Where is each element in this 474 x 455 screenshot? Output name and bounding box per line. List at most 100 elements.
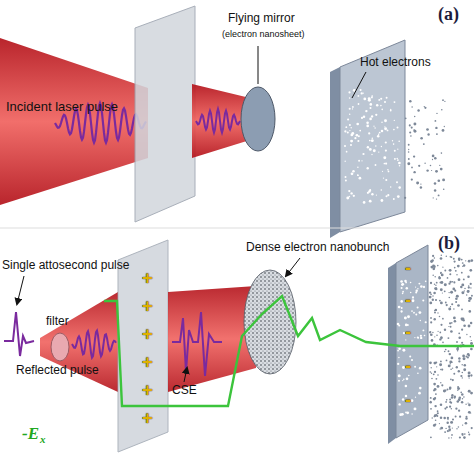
electron-dot — [404, 280, 407, 283]
electron-dot — [440, 382, 441, 383]
electron-dot — [439, 165, 440, 166]
electron-dot — [431, 339, 434, 342]
electron-dot — [440, 301, 443, 304]
electron-dot — [471, 295, 473, 297]
electron-dot — [411, 399, 414, 402]
electron-dot — [440, 361, 442, 363]
electron-dot — [398, 162, 401, 165]
electron-dot — [409, 124, 411, 126]
electron-dot — [462, 377, 463, 378]
electron-dot — [383, 156, 386, 159]
electron-dot — [384, 126, 385, 127]
electron-dot — [449, 360, 452, 363]
electron-dot — [468, 432, 469, 433]
electron-dot — [439, 300, 441, 302]
electron-dot — [458, 370, 460, 372]
electron-dot — [451, 357, 454, 360]
electron-dot — [403, 378, 405, 380]
electron-dot — [407, 315, 410, 318]
electron-dot — [449, 430, 451, 432]
electron-dot — [468, 290, 470, 292]
electron-dot — [429, 401, 432, 404]
electron-dot — [420, 335, 422, 337]
electron-dot — [459, 416, 461, 418]
electron-dot — [426, 169, 428, 171]
electron-dot — [452, 368, 453, 369]
electron-dot — [422, 299, 424, 301]
electron-dot — [448, 437, 449, 438]
electron-dot — [385, 163, 387, 165]
electron-dot — [408, 149, 409, 150]
electron-dot — [368, 97, 371, 100]
electron-dot — [430, 282, 432, 284]
electron-dot — [465, 260, 466, 261]
electron-dot — [384, 127, 387, 130]
electron-dot — [446, 399, 448, 401]
electron-dot — [459, 436, 461, 438]
electron-dot — [397, 149, 398, 150]
electron-dot — [398, 324, 400, 326]
electron-dot — [372, 137, 374, 139]
electron-dot — [444, 351, 446, 353]
electron-dot — [435, 309, 437, 311]
electron-dot — [430, 321, 432, 323]
electron-dot — [430, 397, 432, 399]
electron-dot — [440, 403, 443, 406]
electron-dot — [431, 378, 433, 380]
electron-dot — [449, 406, 451, 408]
electron-dot — [461, 433, 463, 435]
electron-dot — [449, 401, 451, 403]
electron-dot — [430, 436, 432, 438]
electron-dot — [434, 423, 436, 425]
electron-dot — [470, 336, 472, 338]
electron-dot — [430, 260, 433, 263]
electron-dot — [417, 288, 418, 289]
target-foil — [135, 6, 195, 222]
electron-dot — [357, 175, 358, 176]
electron-dot — [463, 396, 465, 398]
electron-dot — [365, 110, 367, 112]
electron-dot — [406, 287, 408, 289]
electron-dot — [465, 404, 466, 405]
electron-dot — [413, 155, 415, 157]
electron-dot — [420, 285, 423, 288]
electron-dot — [435, 170, 438, 173]
electron-dot — [398, 380, 400, 382]
electron-dot — [462, 372, 464, 374]
electron-dot — [439, 316, 441, 318]
electron-dot — [455, 415, 457, 417]
electron-dot — [419, 387, 422, 390]
electron-dot — [386, 195, 388, 197]
electron-dot — [435, 393, 437, 395]
electron-dot — [344, 130, 346, 132]
electron-dot — [442, 178, 445, 181]
electron-dot — [351, 172, 354, 175]
electron-dot — [468, 371, 471, 374]
electron-dot — [452, 281, 454, 283]
electron-dot — [434, 120, 436, 122]
electron-dot — [379, 132, 381, 134]
electron-dot — [451, 408, 453, 410]
electron-dot — [357, 140, 359, 142]
electron-dot — [456, 428, 457, 429]
electron-dot — [450, 379, 452, 381]
electron-dot — [360, 89, 362, 91]
electron-dot — [412, 296, 414, 298]
electron-dot — [458, 258, 461, 261]
electron-dot — [448, 292, 449, 293]
electron-dot — [349, 196, 351, 198]
electron-dot — [444, 126, 445, 127]
electron-dot — [450, 401, 452, 403]
electron-dot — [420, 320, 421, 321]
electron-dot — [456, 366, 458, 368]
electron-dot — [449, 322, 451, 324]
electron-dot — [446, 422, 448, 424]
electron-dot — [349, 108, 351, 110]
electron-dot — [438, 194, 440, 196]
electron-dot — [441, 337, 443, 339]
electron-dot — [443, 417, 446, 420]
electron-dot — [461, 259, 463, 261]
electron-dot — [432, 295, 433, 296]
transmitted-wave — [196, 109, 240, 133]
charge-sign: + — [142, 380, 153, 401]
